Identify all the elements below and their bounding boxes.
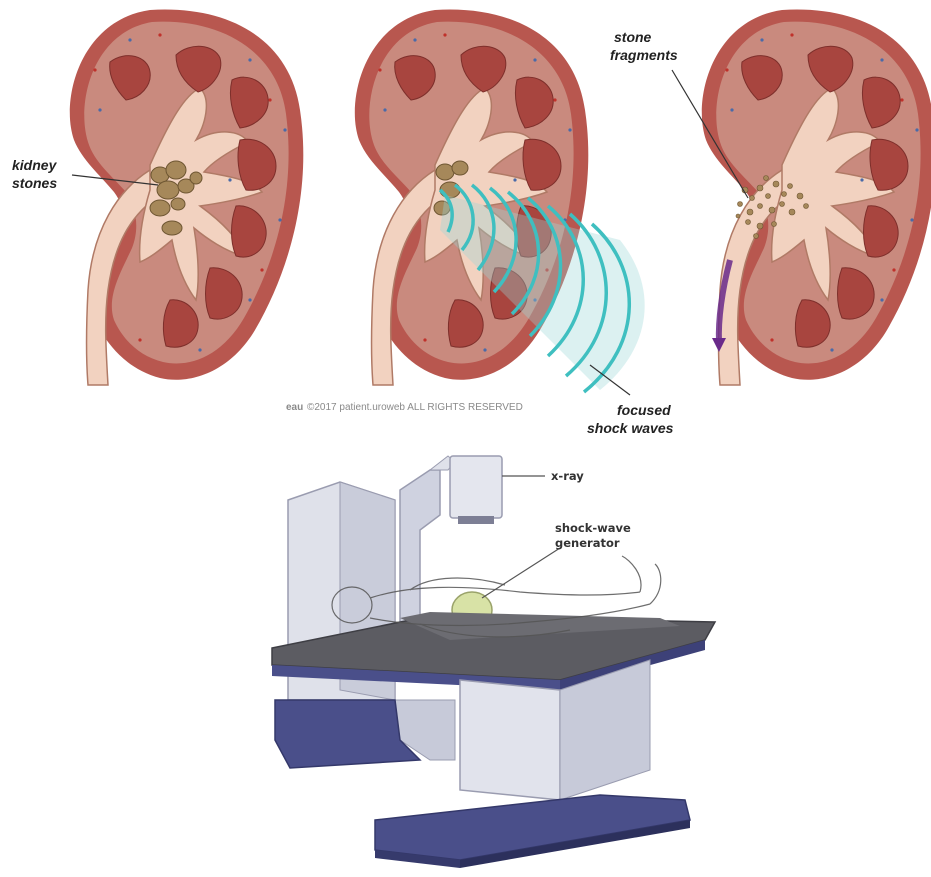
label-shock-waves-2: shock waves: [587, 420, 674, 436]
label-stone-fragments-2: fragments: [610, 47, 678, 63]
kidney-panel-stones: kidney stones: [12, 10, 303, 385]
label-generator-1: shock-wave: [555, 521, 631, 535]
table-column: [460, 680, 560, 800]
kidney-panel-fragments: stone fragments: [610, 10, 931, 385]
label-kidney-stones-2: stones: [12, 175, 57, 191]
label-kidney-stones-1: kidney: [12, 157, 58, 173]
label-xray: x-ray: [551, 469, 584, 483]
lithotripsy-machine: x-ray shock-wave generator: [272, 456, 715, 868]
copyright-text: ©2017 patient.uroweb ALL RIGHTS RESERVED: [307, 402, 523, 413]
label-generator-2: generator: [555, 536, 620, 550]
kidney-panel-shockwaves: focused shock waves: [355, 10, 674, 436]
eau-logo: eau: [286, 402, 303, 413]
label-shock-waves-1: focused: [617, 402, 671, 418]
xray-head: [450, 456, 502, 518]
generator-pointer: [482, 548, 560, 598]
label-stone-fragments-1: stone: [614, 29, 652, 45]
